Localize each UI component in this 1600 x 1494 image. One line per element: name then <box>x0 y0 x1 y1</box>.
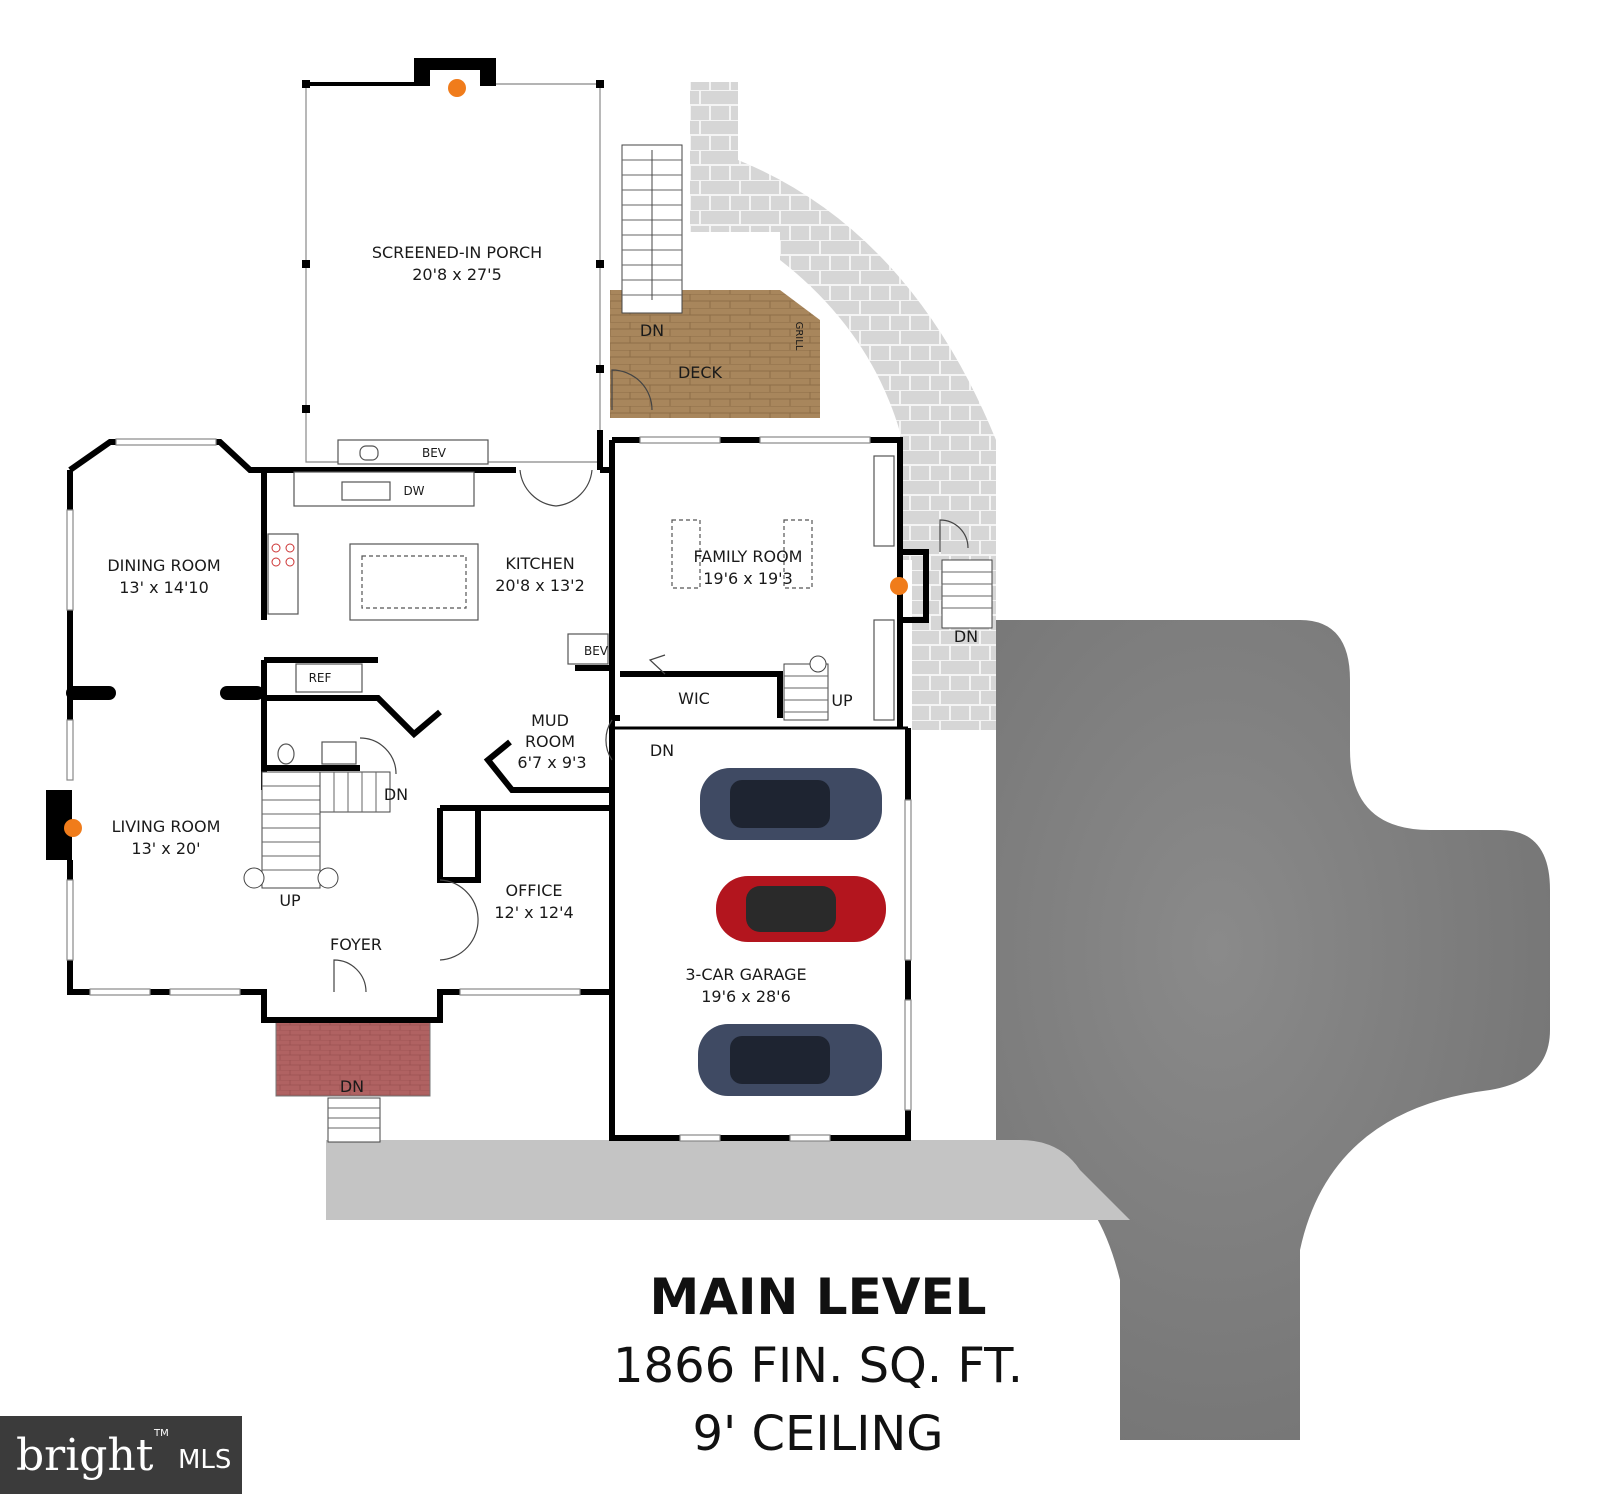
office-dims: 12' x 12'4 <box>494 903 573 922</box>
garage-dims: 19'6 x 28'6 <box>701 987 791 1006</box>
living-dims: 13' x 20' <box>131 839 200 858</box>
foyer-name: FOYER <box>330 935 382 954</box>
family-name: FAMILY ROOM <box>694 547 803 566</box>
logo-tm: TM <box>153 1428 169 1439</box>
car-top-icon <box>700 768 882 840</box>
garage-cars <box>698 768 886 1096</box>
mud-dn: DN <box>650 741 674 760</box>
kitchen-name: KITCHEN <box>505 554 574 573</box>
deck-stairs <box>621 144 683 314</box>
screened-porch <box>302 58 604 463</box>
interior-walls <box>66 657 783 883</box>
deck-name: DECK <box>678 363 723 382</box>
porch-fireplace-icon <box>448 79 466 97</box>
wic-name: WIC <box>678 689 710 708</box>
kitchen-bev: BEV <box>584 644 609 658</box>
kitchen-dw: DW <box>403 484 424 498</box>
kitchen-fixtures <box>267 439 609 765</box>
level-title: MAIN LEVEL <box>649 1268 986 1326</box>
deck-stairs-label: DN <box>640 321 664 340</box>
porch-name: SCREENED-IN PORCH <box>372 243 542 262</box>
entry-dn: DN <box>340 1077 364 1096</box>
driveway <box>996 620 1550 1440</box>
stone-patio <box>610 82 996 730</box>
car-middle-icon <box>716 876 886 942</box>
mud-name-1: MUD <box>531 711 569 730</box>
front-stoop <box>275 1019 431 1097</box>
logo-text: bright <box>16 1430 154 1481</box>
fireplace-icons <box>64 79 908 837</box>
dining-name: DINING ROOM <box>107 556 220 575</box>
kitchen-ref: REF <box>309 671 332 685</box>
interior-stairs <box>243 559 993 1143</box>
stairs-up: UP <box>279 891 301 910</box>
walkway <box>326 1140 1130 1220</box>
mud-name-2: ROOM <box>525 732 575 751</box>
mud-dims: 6'7 x 9'3 <box>517 753 586 772</box>
grill-label: GRILL <box>793 322 804 351</box>
windows <box>66 436 912 1142</box>
kitchen-dims: 20'8 x 13'2 <box>495 576 585 595</box>
bright-mls-logo: bright MLS TM <box>0 1416 242 1494</box>
family-room-details <box>671 455 895 721</box>
doors <box>333 369 969 993</box>
kitchen-bev-top: BEV <box>422 446 447 460</box>
garage-name: 3-CAR GARAGE <box>685 965 806 984</box>
living-fireplace-icon <box>64 819 82 837</box>
family-stairs-dn: DN <box>954 627 978 646</box>
office-name: OFFICE <box>506 881 563 900</box>
dining-dims: 13' x 14'10 <box>119 578 209 597</box>
car-bottom-icon <box>698 1024 882 1096</box>
square-footage: 1866 FIN. SQ. FT. <box>613 1338 1023 1394</box>
porch-dims: 20'8 x 27'5 <box>412 265 502 284</box>
ceiling-height: 9' CEILING <box>693 1406 944 1462</box>
wic-up: UP <box>831 691 853 710</box>
family-fireplace-icon <box>890 577 908 595</box>
family-dims: 19'6 x 19'3 <box>703 569 793 588</box>
stairs-dn: DN <box>384 785 408 804</box>
logo-suffix: MLS <box>178 1445 231 1475</box>
living-name: LIVING ROOM <box>112 817 221 836</box>
